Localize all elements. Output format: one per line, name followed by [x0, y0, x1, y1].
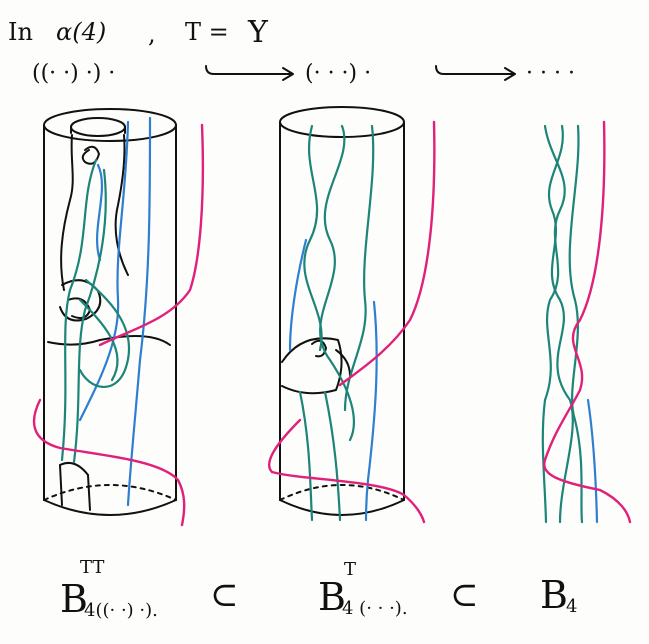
caption-left: B TT 4((· ·) ·). [60, 557, 158, 621]
caption-middle-sub: 4 (· · ·). [342, 598, 408, 619]
caption-sep-2: ⊂ [450, 575, 479, 615]
header-category: ɑ(4) [56, 18, 106, 46]
caption-middle-sup: T [344, 559, 356, 580]
right-braid [543, 122, 630, 522]
sequence-right: · · · · [526, 61, 575, 86]
inclusion-arrow-1 [206, 66, 293, 80]
middle-teal-strands [300, 126, 373, 520]
caption-right-base: B [540, 573, 568, 617]
caption-middle: B T 4 (· · ·). [318, 559, 408, 619]
caption-right: B 4 [540, 573, 577, 617]
caption-left-sup: TT [80, 557, 104, 578]
middle-pink-strand [269, 122, 434, 522]
header-tree-label: T = [185, 18, 229, 46]
caption-sep-1: ⊂ [210, 575, 239, 615]
inclusion-arrow-2 [436, 66, 515, 80]
sequence-middle: (· · ·) · [305, 61, 371, 86]
caption-left-sub: 4((· ·) ·). [84, 600, 158, 621]
sequence-left: ((· ·) ·) · [32, 61, 115, 86]
middle-cylinder [280, 107, 404, 515]
header-tree-symbol: Y [247, 15, 269, 50]
left-cylinder [44, 109, 176, 515]
header-prefix: In [8, 18, 33, 46]
caption-right-sub: 4 [566, 596, 577, 617]
header-separator: , [148, 20, 156, 48]
